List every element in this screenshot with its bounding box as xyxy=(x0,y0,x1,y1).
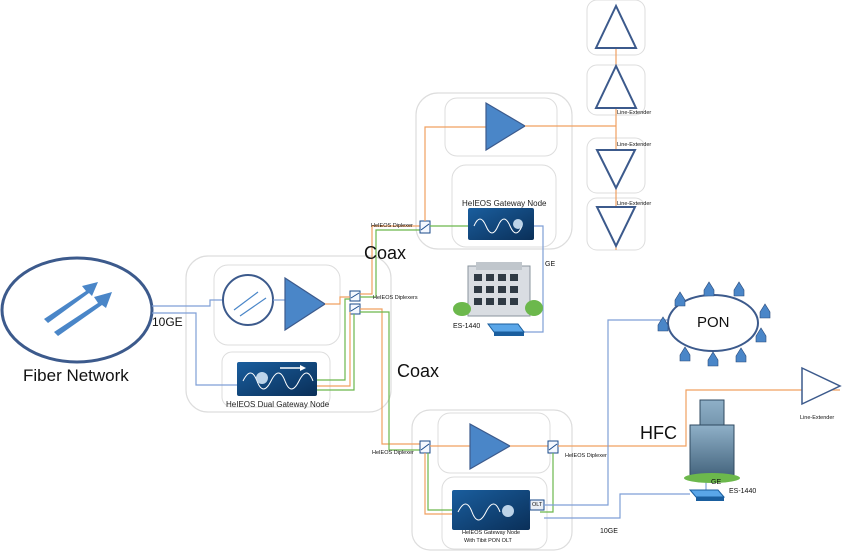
gateway-node-bottom-label-line2: With Tibit PON OLT xyxy=(464,538,512,544)
dual-gateway-node-label: HeIEOS Dual Gateway Node xyxy=(226,400,330,409)
es1440-bottom-label: ES-1440 xyxy=(729,488,757,495)
pon-label: PON xyxy=(697,314,730,331)
fiber-network-cloud xyxy=(0,256,154,364)
line-extender-4-label: Line-Extender xyxy=(800,415,835,421)
es1440-switch-top-icon xyxy=(487,323,525,336)
hfc-line-extender-icon xyxy=(801,366,842,406)
top-gateway-module xyxy=(468,208,534,240)
pon-home-icons xyxy=(657,281,771,367)
ge-bottom-label: GE xyxy=(711,479,722,486)
bottom-node-amplifier-icon xyxy=(469,422,512,471)
top-node-amplifier-icon xyxy=(485,101,527,152)
es1440-switch-bottom-icon xyxy=(688,489,726,501)
bottom-gateway-module xyxy=(452,490,530,530)
top-node-frame xyxy=(415,92,573,250)
gateway-node-top-label: HeIEOS Gateway Node xyxy=(462,199,547,208)
hfc-label: HFC xyxy=(640,423,677,443)
diplexer-bottom-right-label: HeIEOS Diplexer xyxy=(565,453,607,459)
line-extender-2-icon xyxy=(594,63,638,109)
diplexer-top-label: HeIEOS Diplexer xyxy=(371,223,413,229)
olt-label: OLT xyxy=(532,502,543,508)
dual-node-frame xyxy=(185,255,392,413)
ten-ge-left-label: 10GE xyxy=(152,315,183,329)
dual-node-amplifier-icon xyxy=(284,276,327,332)
building-bottom-icon xyxy=(684,399,740,483)
line-extender-2-label: Line-Extender xyxy=(617,142,652,148)
es1440-top-label: ES-1440 xyxy=(453,323,481,330)
diplexers-dual-label: HeIEOS Diplexers xyxy=(373,295,418,301)
dual-gateway-module xyxy=(237,362,317,396)
fiber-arrows-icon xyxy=(44,282,112,336)
line-extender-1-label: Line-Extender xyxy=(617,110,652,116)
diplexer-bottom-left-label: HeIEOS Diplexer xyxy=(372,450,414,456)
building-top-icon xyxy=(453,262,543,317)
ten-ge-bottom-label: 10GE xyxy=(600,528,618,535)
coax-top-label: Coax xyxy=(364,243,407,263)
ge-top-label: GE xyxy=(545,261,556,268)
line-extender-3-label: Line-Extender xyxy=(617,201,652,207)
coax-mid-label: Coax xyxy=(397,361,440,381)
line-extender-3-icon xyxy=(595,149,637,191)
line-extender-1-icon xyxy=(594,3,638,49)
gateway-node-bottom-label-line1: HeIEOS Gateway Node xyxy=(462,530,521,536)
line-extender-4-icon xyxy=(595,206,637,249)
bottom-node-frame xyxy=(411,409,573,551)
fiber-network-label: Fiber Network xyxy=(23,366,129,385)
